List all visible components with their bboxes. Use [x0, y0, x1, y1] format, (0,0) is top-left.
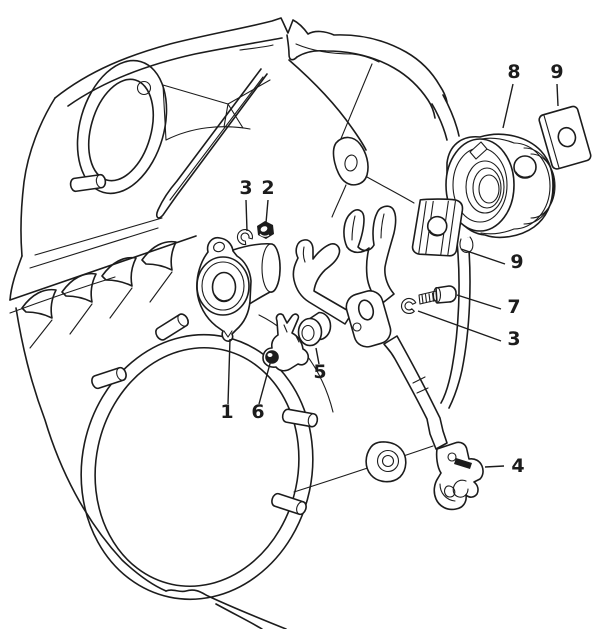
- callout-3: 3: [239, 177, 253, 232]
- callout-leader-line: [265, 199, 269, 224]
- callout-9: 9: [550, 61, 564, 107]
- sleeve-bore: [211, 271, 237, 303]
- callout-9: 9: [460, 248, 524, 273]
- housing-rib-blade: [156, 68, 268, 219]
- dowel-pin-a: [155, 313, 189, 341]
- callout-1: 1: [220, 338, 234, 423]
- sleeve-ear-hole: [213, 241, 225, 253]
- mounting-tab-upper: [332, 136, 369, 186]
- callout-number: 9: [510, 251, 523, 273]
- callout-leader-line: [460, 248, 506, 265]
- release-bearing: [445, 133, 556, 253]
- callout-number: 9: [550, 61, 563, 83]
- fork-end-hole: [447, 452, 457, 462]
- mounting-tab-lower-hole: [376, 449, 400, 473]
- dowel-pin-d: [271, 492, 307, 516]
- bushing: [297, 311, 332, 347]
- retainer-clip-left: [411, 198, 464, 257]
- circlip-upper: [236, 228, 253, 246]
- callout-2: 2: [261, 177, 275, 224]
- cooling-fins: [9, 235, 197, 349]
- callout-number: 8: [507, 61, 520, 83]
- callout-6: 6: [251, 359, 272, 423]
- callout-number: 5: [313, 361, 326, 383]
- fork-prong-main-pair: [343, 205, 397, 306]
- dowel-pin-left: [69, 173, 107, 193]
- fork-small-hole: [352, 322, 362, 332]
- callout-leader-line: [227, 338, 231, 405]
- fork-pivot-hole: [357, 299, 375, 321]
- retainer-clip-right: [538, 105, 592, 170]
- callout-8: 8: [502, 61, 521, 129]
- callout-leader-line: [502, 83, 514, 129]
- bearing-bore: [465, 160, 505, 214]
- clip-hole: [557, 126, 577, 148]
- lever-nut: [265, 350, 279, 364]
- bolt-hole: [136, 80, 152, 96]
- differential-opening: [87, 78, 155, 182]
- callout-7: 7: [456, 294, 521, 318]
- bearing-stud: [513, 155, 537, 179]
- dowel-pin-c: [281, 408, 319, 428]
- clutch-opening-ring: [80, 333, 314, 601]
- mounting-tab-upper-hole: [344, 154, 358, 172]
- bell-housing: [9, 17, 471, 629]
- bushing-bore: [301, 324, 315, 342]
- callout-leader-line: [258, 359, 272, 405]
- fork-step-face: [454, 458, 472, 469]
- callout-leader-line: [417, 310, 502, 342]
- bearing-lug: [469, 141, 488, 160]
- dowel-pin-b: [91, 366, 127, 390]
- callout-number: 1: [220, 401, 233, 423]
- release-fork: [292, 205, 484, 511]
- callout-leader-line: [245, 199, 248, 232]
- callout-number: 7: [507, 296, 520, 318]
- callout-number: 2: [261, 177, 274, 199]
- housing-top-edge: [54, 17, 448, 103]
- callout-number: 4: [511, 455, 524, 477]
- callout-3: 3: [417, 310, 521, 350]
- differential-opening-flange: [76, 59, 168, 195]
- release-lever: [262, 313, 310, 372]
- callout-5: 5: [313, 347, 327, 383]
- guide-sleeve: [196, 236, 281, 342]
- callout-leader-line: [484, 465, 505, 468]
- bolt: [418, 285, 457, 305]
- callout-leader-line: [315, 347, 320, 365]
- clip-roller: [426, 215, 448, 237]
- callout-leader-line: [556, 83, 559, 107]
- fork-prong-left-pair: [292, 239, 353, 325]
- callout-leader-line: [456, 294, 502, 310]
- callout-4: 4: [484, 455, 525, 477]
- circlip-lower: [400, 297, 417, 314]
- callout-number: 3: [507, 328, 520, 350]
- callout-number: 6: [251, 401, 264, 423]
- fork-clevis-end: [433, 441, 484, 511]
- nut: [257, 221, 274, 239]
- fork-arm: [383, 335, 448, 450]
- callout-number: 3: [239, 177, 252, 199]
